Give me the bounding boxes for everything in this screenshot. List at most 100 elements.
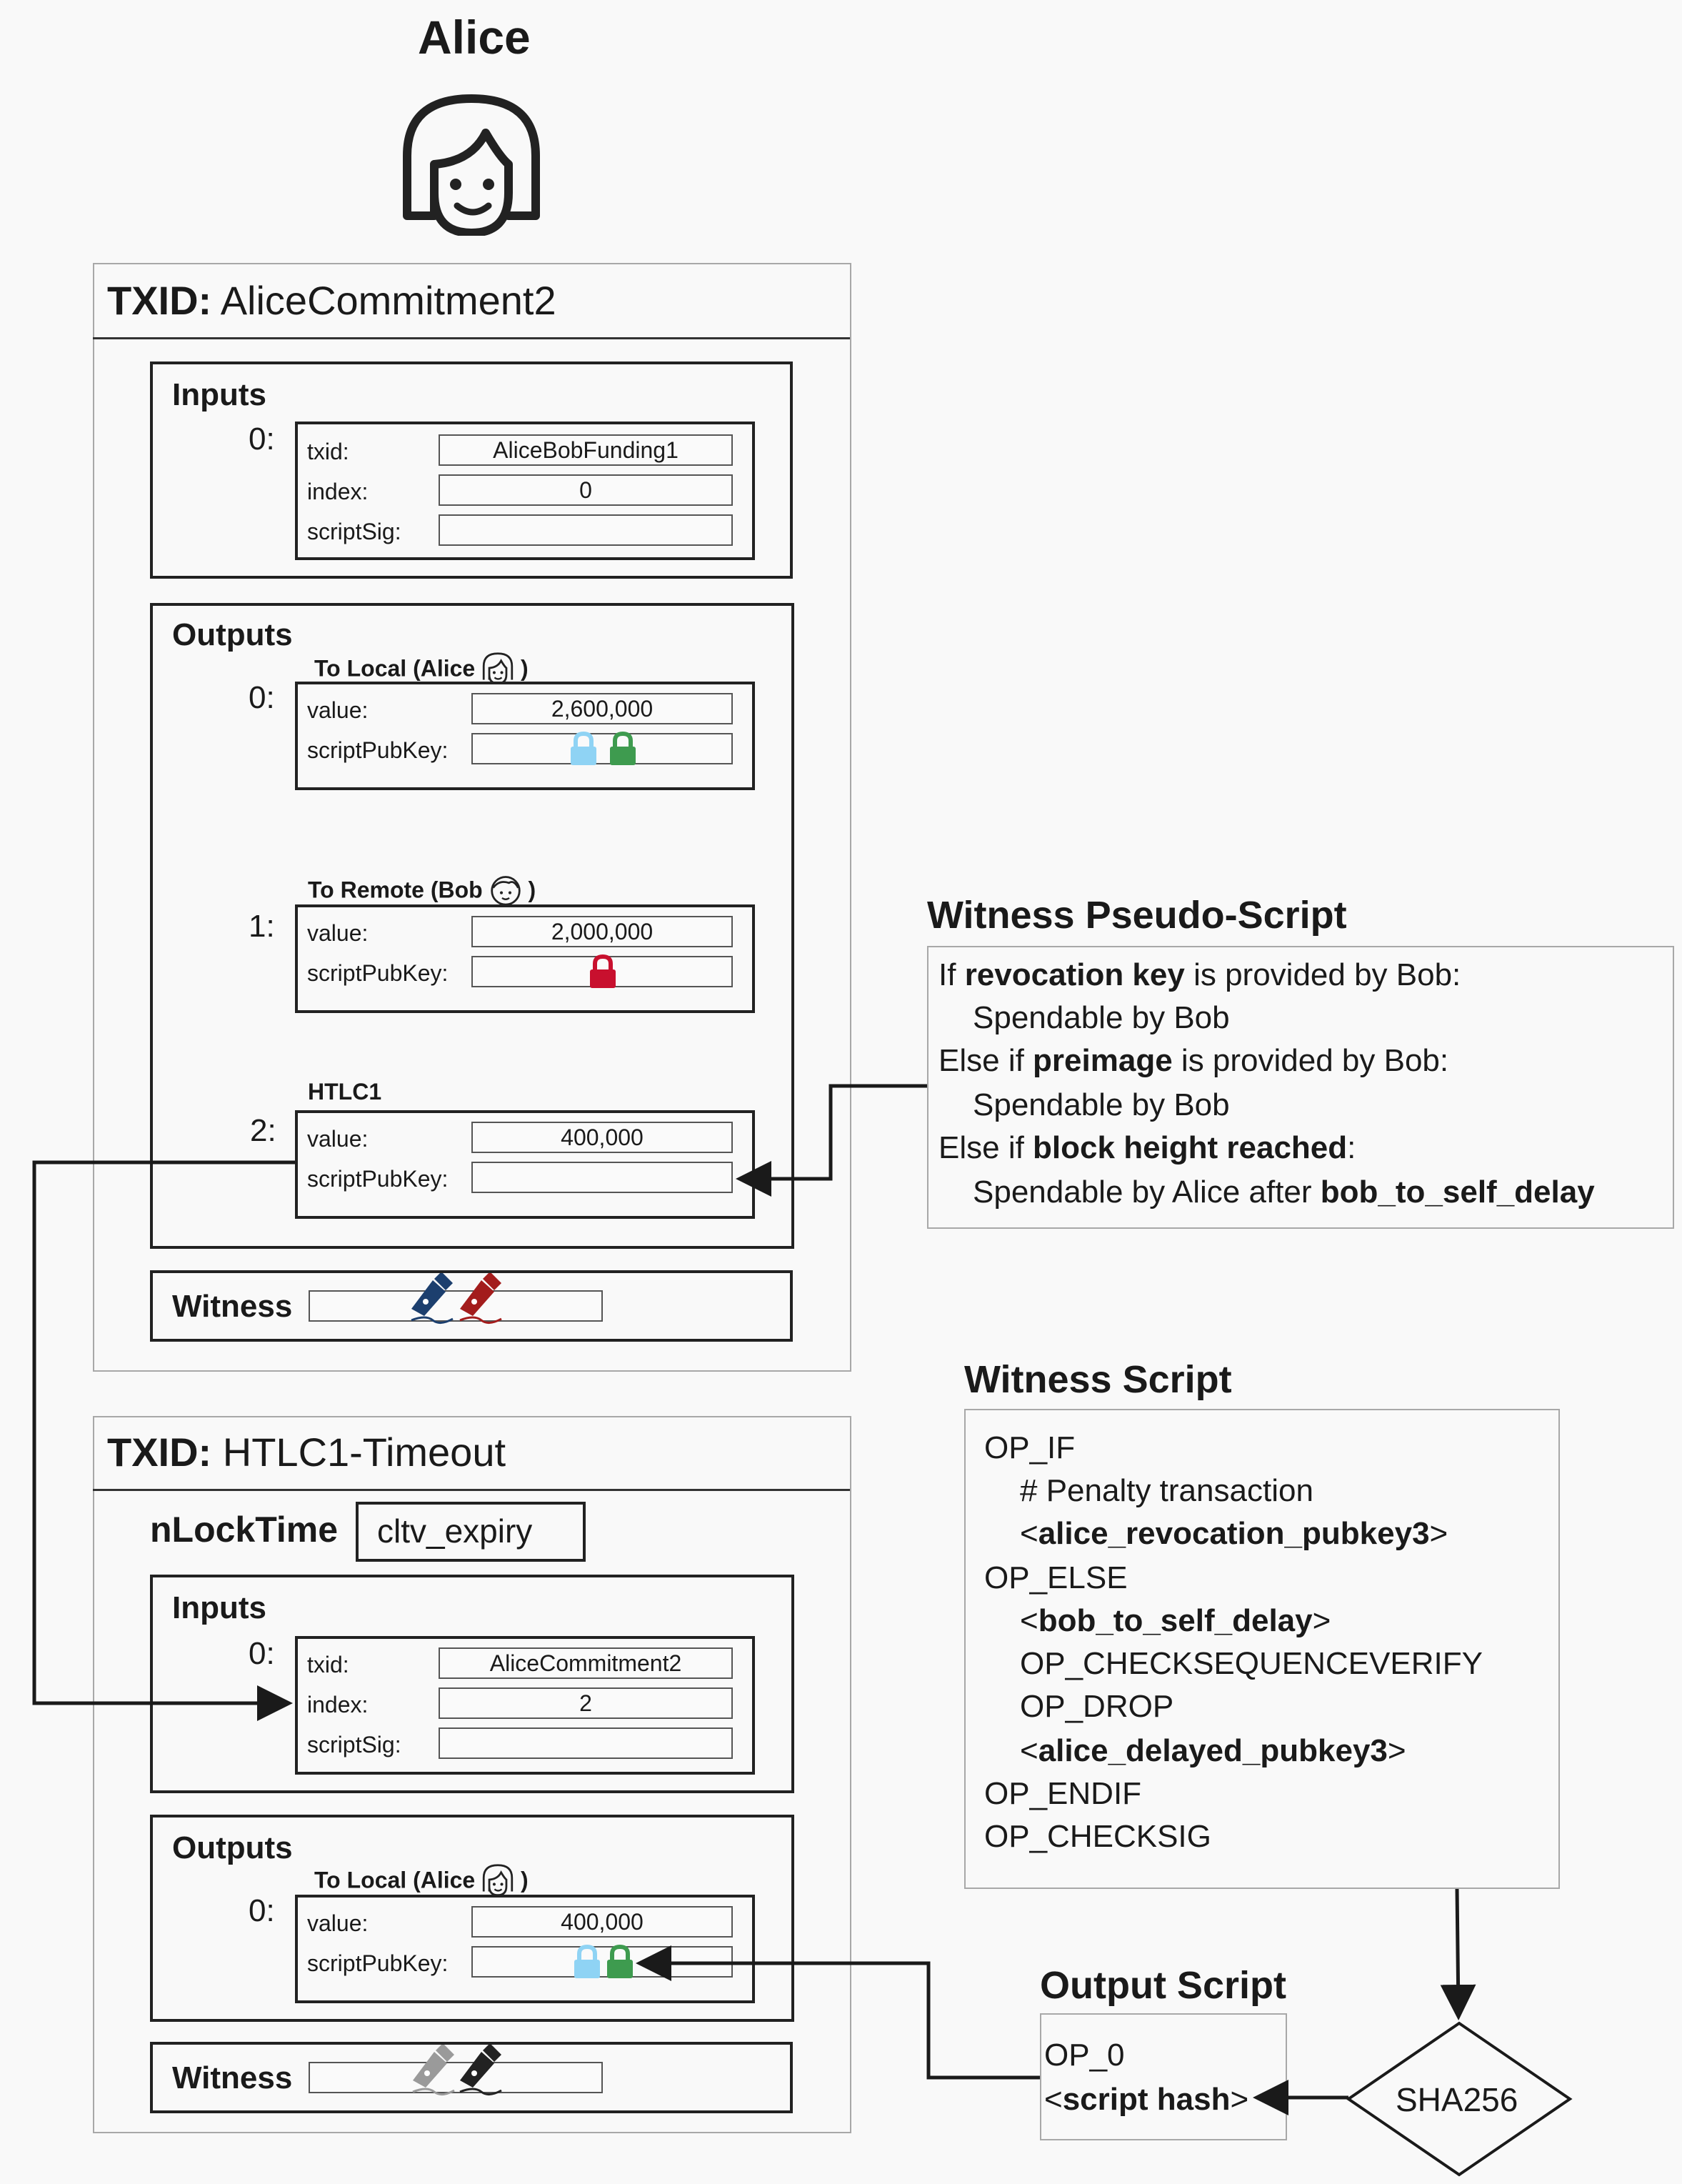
witness-script-box [964, 1409, 1560, 1889]
os-line-1: OP_0 [1044, 2038, 1125, 2073]
tx2-input-index-label: index: [307, 1692, 369, 1717]
tx1-output0-index: 0: [249, 680, 275, 715]
ws-l8b: alice_delayed_pubkey3 [1038, 1733, 1388, 1768]
red-lock-icon [590, 954, 616, 988]
tx1-output0-title-text: To Local (Alice [314, 655, 476, 682]
pseudo-line-2: Spendable by Bob [973, 1000, 1230, 1035]
light-blue-lock-icon [571, 732, 596, 765]
tx1-output1-spk-label: scriptPubKey: [307, 960, 449, 986]
ws-l5b: bob_to_self_delay [1038, 1603, 1313, 1638]
tx2-witness-label: Witness [172, 2060, 293, 2095]
tx2-witness-field [309, 2062, 603, 2093]
tx2-output0-index: 0: [249, 1893, 275, 1928]
output-script-title: Output Script [1040, 1964, 1286, 2007]
tx1-input-index-field: 0 [439, 474, 733, 506]
ws-l3b: alice_revocation_pubkey3 [1038, 1516, 1430, 1551]
green-lock-icon [610, 732, 636, 765]
pseudo-line-1: If revocation key is provided by Bob: [938, 957, 1461, 993]
gray-pen-icon [412, 2045, 455, 2095]
alice-title: Alice [418, 11, 531, 64]
os-l2c: > [1230, 2082, 1249, 2117]
tx1-output0-spk-field [471, 733, 733, 764]
green-lock-icon [607, 1945, 633, 1978]
witness-script-to-sha-arrow [1440, 1888, 1476, 2020]
tx2-output0-title-close: ) [521, 1867, 529, 1893]
tx2-inputs-title: Inputs [172, 1590, 266, 1625]
ws-l5a: < [1020, 1603, 1038, 1638]
ws-l5c: > [1312, 1603, 1331, 1638]
ws-line-2: # Penalty transaction [1020, 1473, 1313, 1508]
pseudo-l6b: bob_to_self_delay [1320, 1175, 1595, 1210]
tx2-input-scriptsig-label: scriptSig: [307, 1732, 401, 1757]
tx1-inputs-title: Inputs [172, 377, 266, 412]
tx1-output2-spk-field [471, 1162, 733, 1193]
pseudo-l1a: If [938, 957, 965, 992]
tx1-output0-value-label: value: [307, 697, 369, 723]
tx1-output2-index: 2: [250, 1113, 276, 1148]
ws-l3a: < [1020, 1516, 1038, 1551]
os-l2a: < [1044, 2082, 1063, 2117]
tx1-txid-label: TXID: [107, 278, 212, 323]
tx1-input-scriptsig-label: scriptSig: [307, 519, 401, 544]
pseudo-l5c: : [1347, 1130, 1356, 1165]
witness-script-title: Witness Script [964, 1358, 1232, 1401]
tx1-output2-spk-label: scriptPubKey: [307, 1166, 449, 1192]
pseudo-line-3: Else if preimage is provided by Bob: [938, 1043, 1448, 1079]
ws-l3c: > [1429, 1516, 1448, 1551]
ws-line-7: OP_DROP [1020, 1689, 1174, 1724]
tx2-input-txid-label: txid: [307, 1652, 349, 1677]
tx1-txid: AliceCommitment2 [220, 278, 556, 323]
tx2-header: TXID: HTLC1-Timeout [107, 1429, 506, 1475]
tx2-txid: HTLC1-Timeout [222, 1430, 506, 1475]
tx1-output1-title-text: To Remote (Bob [308, 877, 483, 903]
tx1-input-index-label: index: [307, 479, 369, 504]
tx1-output2-value-field: 400,000 [471, 1122, 733, 1153]
blue-pen-icon [411, 1273, 454, 1324]
tx2-input-txid-field: AliceCommitment2 [439, 1647, 733, 1679]
tx2-header-divider [93, 1489, 850, 1491]
pseudo-l3a: Else if [938, 1043, 1033, 1078]
tx2-output0-value-label: value: [307, 1910, 369, 1936]
output-script-box [1040, 2013, 1287, 2140]
tx2-input-index-field: 2 [439, 1687, 733, 1719]
pseudo-title: Witness Pseudo-Script [927, 894, 1347, 937]
tx2-output0-value-field: 400,000 [471, 1906, 733, 1938]
alice-icon [403, 94, 540, 236]
ws-l8a: < [1020, 1733, 1038, 1768]
tx2-txid-label: TXID: [107, 1430, 212, 1475]
black-pen-icon [459, 2045, 502, 2095]
pseudo-l5a: Else if [938, 1130, 1033, 1165]
sha256-label: SHA256 [1396, 2081, 1518, 2118]
tx1-output2-value-label: value: [307, 1126, 369, 1152]
ws-line-5: <bob_to_self_delay> [1020, 1603, 1331, 1639]
pseudo-box [927, 946, 1674, 1229]
os-l2b: script hash [1062, 2082, 1231, 2117]
pseudo-script-arrow [736, 1084, 927, 1197]
tx2-input-scriptsig-field [439, 1727, 733, 1759]
htlc1-spend-arrow [32, 1160, 295, 1721]
tx1-input-txid-field: AliceBobFunding1 [439, 434, 733, 466]
tx2-nlocktime-label: nLockTime [150, 1510, 339, 1550]
red-pen-icon [459, 1273, 502, 1324]
tx2-output0-spk-label: scriptPubKey: [307, 1950, 449, 1976]
tx1-input-index: 0: [249, 422, 275, 457]
ws-line-9: OP_ENDIF [984, 1776, 1142, 1811]
pseudo-line-5: Else if block height reached: [938, 1130, 1356, 1166]
tx1-header-divider [93, 337, 850, 339]
os-line-2: <script hash> [1044, 2082, 1248, 2118]
ws-line-10: OP_CHECKSIG [984, 1819, 1211, 1854]
pseudo-l3c: is provided by Bob: [1172, 1043, 1449, 1078]
tx2-nlocktime-value: cltv_expiry [377, 1512, 533, 1550]
tx1-input-txid-label: txid: [307, 439, 349, 464]
ws-l8c: > [1387, 1733, 1406, 1768]
output-script-to-spk-arrow [636, 1945, 1040, 2080]
pseudo-line-4: Spendable by Bob [973, 1087, 1230, 1122]
tx1-header: TXID: AliceCommitment2 [107, 277, 556, 324]
pseudo-l3b: preimage [1033, 1043, 1173, 1078]
pseudo-l6a: Spendable by Alice after [973, 1175, 1321, 1210]
tx1-output1-index: 1: [249, 909, 275, 944]
pseudo-l5b: block height reached [1033, 1130, 1348, 1165]
pseudo-l1c: is provided by Bob: [1184, 957, 1461, 992]
tx1-output0-spk-label: scriptPubKey: [307, 737, 449, 763]
